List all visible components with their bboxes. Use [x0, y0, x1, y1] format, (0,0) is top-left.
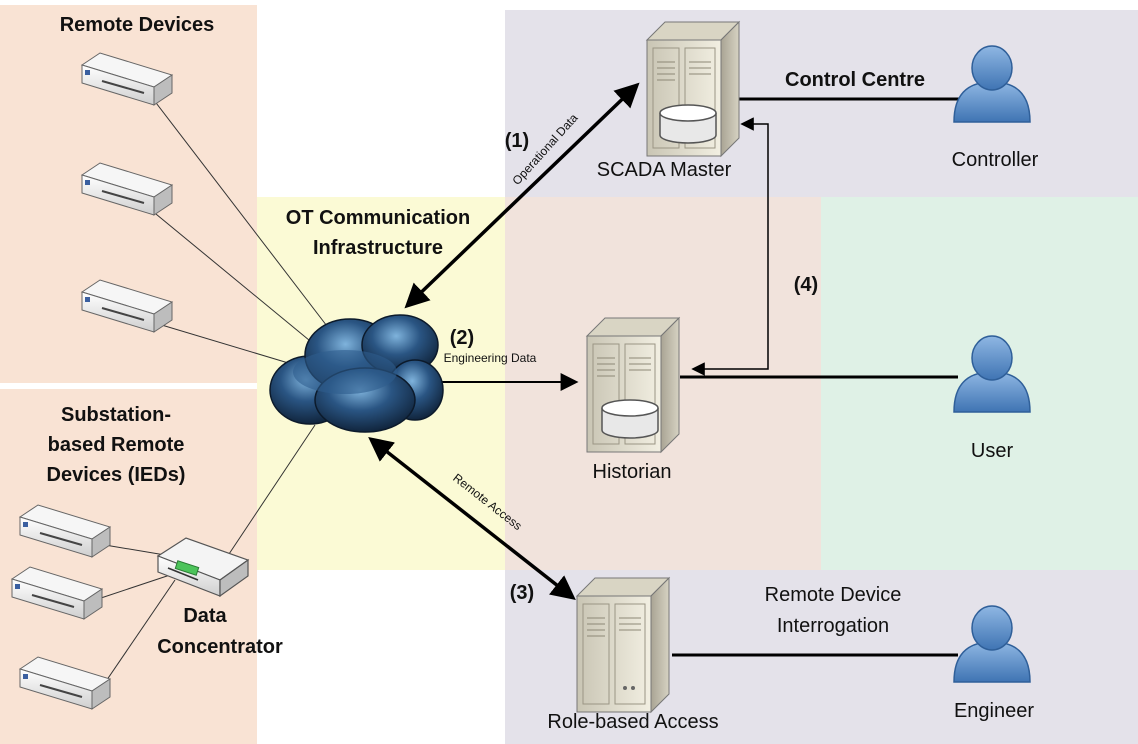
step-3-label: (3) [510, 582, 534, 604]
remote-interrogation-label: Interrogation [777, 615, 889, 637]
data-concentrator-label: Data [183, 605, 227, 627]
step-4-label: (4) [794, 274, 818, 296]
ot-communication-label: OT Communication [286, 207, 470, 229]
engineering-data-label: Engineering Data [444, 351, 537, 365]
historian-sync-arrow [691, 117, 769, 376]
ot-network-cloud-icon [269, 314, 444, 433]
remote-devices-label: Remote Devices [60, 14, 215, 36]
step-1-label: (1) [505, 130, 529, 152]
remote-interrogation-label: Remote Device [765, 584, 902, 606]
operational-data-arrow [404, 82, 640, 309]
remote-access-arrow [368, 436, 576, 601]
substation-label: Devices (IEDs) [47, 464, 186, 486]
user-label: User [971, 440, 1014, 462]
scada-master-label: SCADA Master [597, 159, 732, 181]
role-based-access-server-icon [576, 577, 670, 713]
ot-communication-label: Infrastructure [313, 237, 443, 259]
historian-label: Historian [593, 461, 672, 483]
step-2-label: (2) [450, 327, 474, 349]
data-concentrator-label: Concentrator [157, 636, 283, 658]
device-links [94, 94, 331, 691]
substation-label: Substation- [61, 404, 171, 426]
substation-label: based Remote [48, 434, 185, 456]
engineer-label: Engineer [954, 700, 1034, 722]
data-concentrator-icon [156, 537, 250, 598]
user-links [672, 97, 960, 657]
scada-master-server-icon [646, 21, 740, 157]
role-based-access-label: Role-based Access [547, 711, 718, 733]
control-centre-label: Control Centre [785, 69, 925, 91]
historian-server-icon [586, 317, 680, 453]
controller-label: Controller [952, 149, 1039, 171]
